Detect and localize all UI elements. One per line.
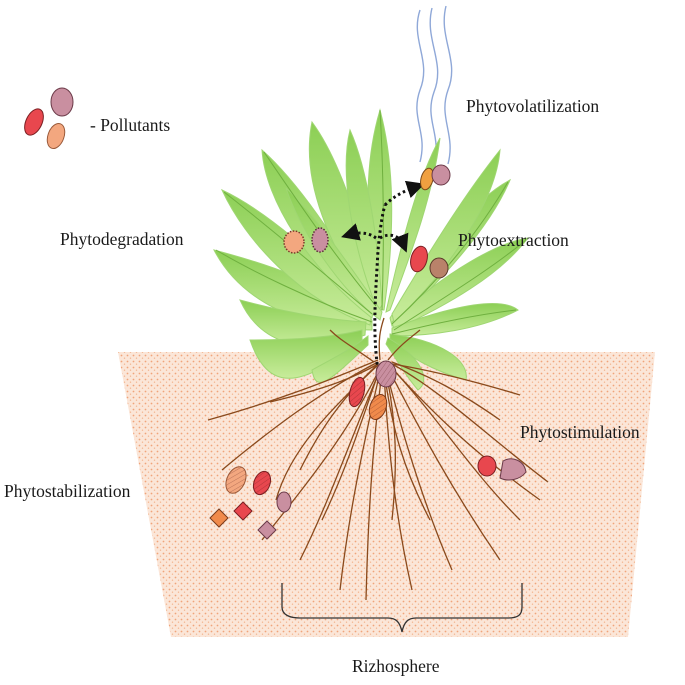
pollutant-orange-diamond <box>209 508 229 528</box>
label-phytodegradation: Phytodegradation <box>60 229 184 249</box>
legend-pollutant-red <box>24 108 44 136</box>
legend-label: - Pollutants <box>90 115 170 135</box>
root-crown-pollutants <box>348 360 397 421</box>
label-phytoextraction: Phytoextraction <box>458 230 569 250</box>
legend-pollutant-pink <box>50 87 74 117</box>
label-phytovolatilization: Phytovolatilization <box>466 96 599 116</box>
pollutant-pink-degraded <box>311 227 329 253</box>
pollutant-pink <box>431 164 451 186</box>
legend-pollutants <box>24 87 74 150</box>
label-rizhosphere: Rizhosphere <box>352 656 440 676</box>
vapor-lines <box>416 5 453 165</box>
translocation-paths <box>341 180 425 371</box>
roots <box>207 317 549 601</box>
pollutant-pink <box>276 491 292 513</box>
legend-pollutant-peach <box>46 122 66 150</box>
label-phytostabilization: Phytostabilization <box>4 481 131 501</box>
pollutant-red <box>410 245 428 273</box>
rizhosphere-bracket <box>281 583 523 633</box>
soil-region <box>118 352 655 637</box>
volatilization-pollutants <box>420 164 451 191</box>
pollutant-pink-diamond <box>257 520 277 540</box>
stabilization-pollutants <box>209 466 292 540</box>
pollutant-pink-half <box>499 458 527 481</box>
pollutant-red-diamond <box>233 501 253 521</box>
pollutant-red <box>477 455 497 477</box>
label-phytostimulation: Phytostimulation <box>520 422 640 442</box>
extraction-pollutants <box>410 245 449 279</box>
stimulation-pollutants <box>477 455 527 481</box>
pollutant-peach-degraded <box>283 230 305 254</box>
leaf-veins <box>215 109 527 335</box>
degradation-pollutants <box>283 227 329 254</box>
pollutant-brown <box>429 257 449 279</box>
pollutant-orange <box>420 167 434 191</box>
plant-leaves <box>213 108 530 391</box>
